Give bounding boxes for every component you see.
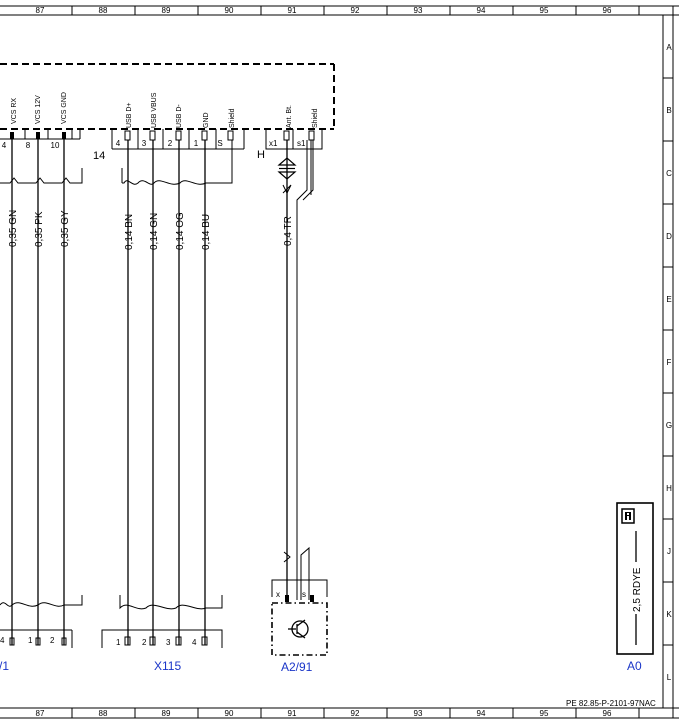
antenna-connector-header (265, 129, 323, 150)
pin-number: s1 (297, 139, 306, 148)
column-label: 93 (414, 709, 423, 718)
left-wires (11, 139, 65, 645)
column-label: 89 (162, 6, 171, 15)
plug-arrow-icon (277, 157, 297, 180)
pin-name: VCS 12V (35, 95, 42, 124)
pin-number: S (217, 139, 222, 148)
row-label: F (667, 358, 672, 367)
drawing-frame (0, 5, 679, 719)
pin-name: VCS RX (11, 98, 18, 124)
shield-wire (214, 140, 233, 184)
usb-housing-top (121, 168, 214, 185)
column-dividers (71, 6, 640, 718)
usb-housing-bottom (119, 595, 223, 610)
pin-number: s (302, 590, 306, 599)
pin-number: 4 (2, 141, 7, 150)
pin-number: x1 (269, 139, 278, 148)
column-label: 95 (540, 709, 549, 718)
row-label: C (666, 169, 672, 178)
antenna-coax (283, 140, 314, 600)
left-connector-pins (10, 132, 66, 139)
pin-number: 1 (194, 139, 199, 148)
column-label: 96 (603, 709, 612, 718)
wire-spec: 0,14 OG (175, 212, 186, 250)
row-label: B (666, 106, 671, 115)
usb-wires (127, 140, 206, 645)
connector-housing-bottom (0, 595, 83, 607)
column-label: 96 (603, 6, 612, 15)
control-unit-boundary (0, 63, 335, 130)
info-icon[interactable] (621, 508, 635, 524)
column-label: 94 (477, 709, 486, 718)
column-label: 92 (351, 6, 360, 15)
connector-number: 14 (93, 150, 105, 162)
usb-bottom-connector (101, 629, 223, 648)
component-label: X115 (154, 659, 181, 673)
component-label: A0 (627, 659, 642, 673)
connector-letter: H (257, 149, 265, 161)
row-label: H (666, 484, 672, 493)
antenna-icon (288, 619, 309, 639)
pin-name: USB D- (176, 104, 183, 128)
wire-spec: 0,35 GN (8, 210, 19, 247)
pin-number: x (276, 590, 280, 599)
column-label: 87 (36, 6, 45, 15)
pin-number: 2 (142, 638, 147, 647)
component-label: /1 (0, 659, 9, 673)
pin-number: 8 (26, 141, 31, 150)
pin-name: Shield (229, 108, 236, 128)
pin-number: 4 (116, 139, 121, 148)
pin-number: 10 (51, 141, 60, 150)
pin-number: 1 (116, 638, 121, 647)
column-label: 92 (351, 709, 360, 718)
antenna-bottom-connector (271, 579, 328, 597)
column-label: 94 (477, 6, 486, 15)
column-label: 91 (288, 6, 297, 15)
column-label: 90 (225, 6, 234, 15)
column-label: 88 (99, 709, 108, 718)
component-label: A2/91 (281, 660, 313, 674)
antenna-module-boundary (271, 602, 328, 656)
wire-spec: 0,14 BN (124, 214, 135, 250)
row-label: G (666, 421, 672, 430)
column-label: 95 (540, 6, 549, 15)
wire-spec: 0,4 TR (283, 216, 294, 246)
wire-spec: 0,14 GN (149, 213, 160, 250)
pin-number: 1 (28, 636, 33, 645)
column-label: 91 (288, 709, 297, 718)
pin-number: 3 (166, 638, 171, 647)
usb-connector-header (111, 129, 245, 150)
column-label: 90 (225, 709, 234, 718)
row-label: A (666, 43, 672, 52)
pin-name: VCS GND (61, 92, 68, 124)
wire-spec: 2,5 RDYE (632, 567, 643, 612)
row-label: L (667, 673, 672, 682)
pin-name: USB VBUS (151, 92, 158, 128)
ground-point-box (616, 502, 654, 655)
row-label: D (666, 232, 672, 241)
document-id: PE 82.85-P-2101-97NAC (566, 699, 656, 708)
wire-spec: 0,35 GY (60, 210, 71, 247)
row-label: E (666, 295, 671, 304)
row-dividers (663, 77, 673, 646)
connector-housing-top (0, 168, 83, 184)
wire-spec: 0,35 PK (34, 211, 45, 247)
column-label: 89 (162, 709, 171, 718)
pin-name: Shield (312, 108, 319, 128)
row-label: K (666, 610, 672, 619)
pin-number: 4 (192, 638, 197, 647)
pin-number: 2 (168, 139, 173, 148)
pin-number: 2 (50, 636, 55, 645)
pin-name: GND (203, 112, 210, 128)
pin-name: USB D+ (126, 103, 133, 128)
column-label: 87 (36, 709, 45, 718)
wire-spec: 0,14 BU (201, 214, 212, 250)
row-label: J (667, 547, 671, 556)
pin-number: 3 (142, 139, 147, 148)
column-label: 93 (414, 6, 423, 15)
pin-number: 4 (0, 636, 5, 645)
pin-name: Ant. Bt. (286, 105, 293, 128)
column-label: 88 (99, 6, 108, 15)
